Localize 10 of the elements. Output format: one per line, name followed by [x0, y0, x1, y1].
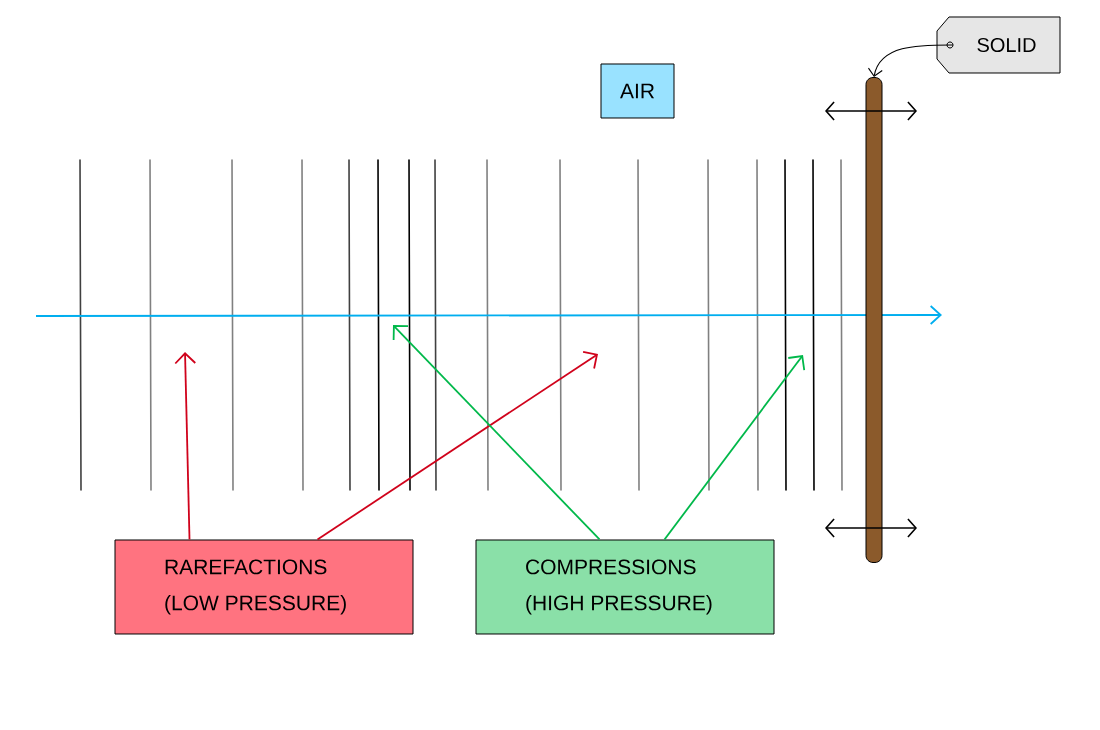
arrow — [174, 352, 197, 541]
label-box: RAREFACTIONS (LOW PRESSURE) — [114, 539, 414, 635]
label-box: COMPRESSIONS (HIGH PRESSURE) — [475, 539, 775, 635]
arrow — [316, 350, 598, 541]
tag: SOLID — [936, 16, 1061, 74]
arrow — [392, 325, 601, 541]
rod — [865, 77, 883, 563]
label-box: AIR — [600, 63, 675, 119]
arrow — [867, 44, 954, 77]
arrow — [663, 355, 806, 541]
